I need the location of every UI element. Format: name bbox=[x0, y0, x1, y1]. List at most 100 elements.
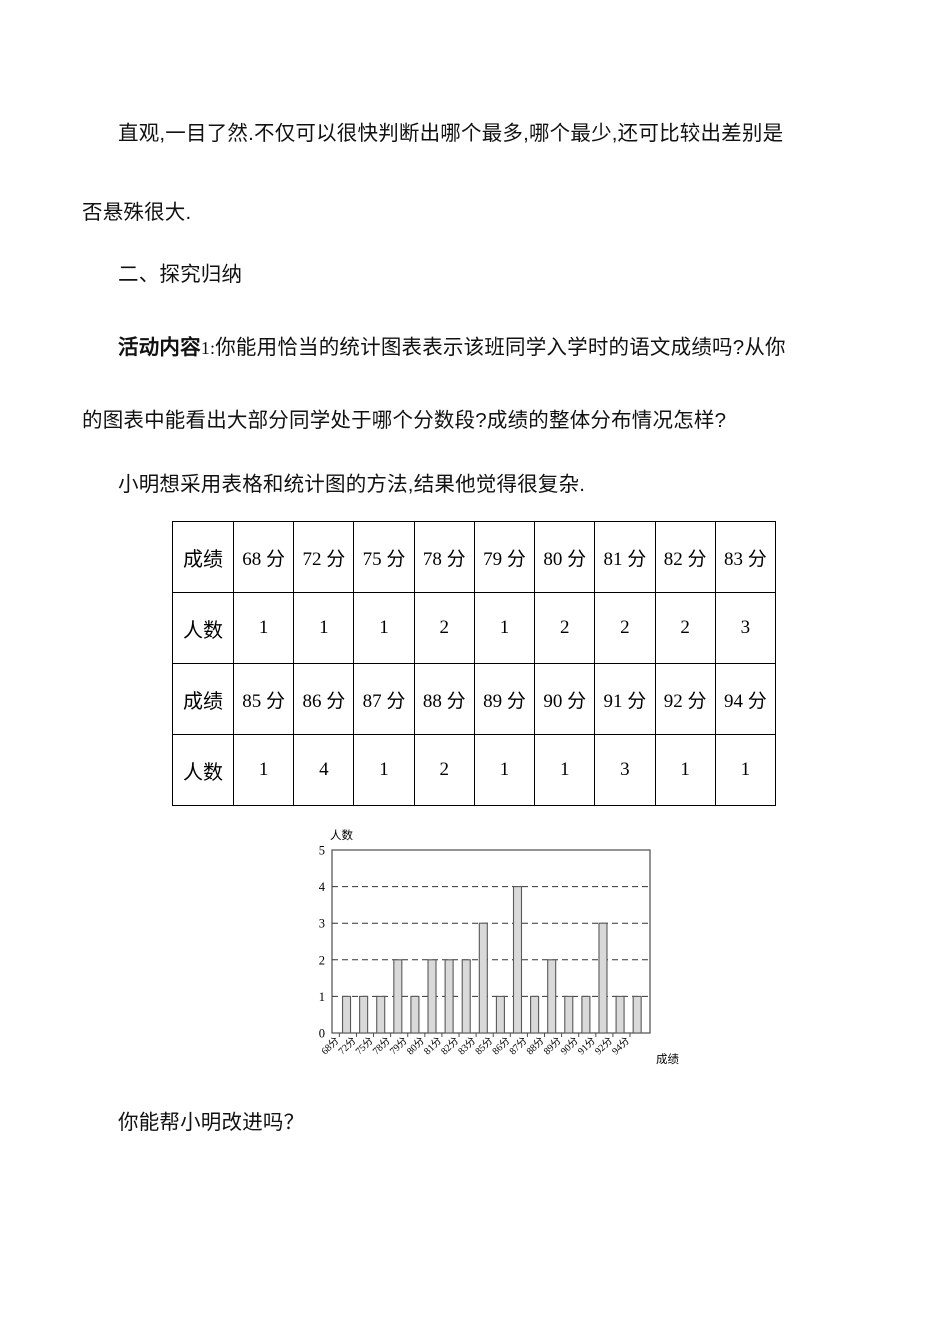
bar bbox=[444, 959, 454, 1034]
table-row: 成绩 85 分 86 分 87 分 88 分 89 分 90 分 91 分 92… bbox=[172, 663, 777, 735]
bar bbox=[376, 995, 386, 1034]
bar bbox=[478, 922, 488, 1034]
table-cell: 1 bbox=[353, 592, 415, 664]
table-cell: 80 分 bbox=[534, 521, 596, 593]
table-cell: 3 bbox=[594, 734, 656, 806]
table-cell: 72 分 bbox=[293, 521, 355, 593]
x-axis-tick-label: 94分 bbox=[609, 1035, 632, 1058]
table-cell: 1 bbox=[353, 734, 415, 806]
table-cell: 2 bbox=[534, 592, 596, 664]
activity-paragraph-line-2: 的图表中能看出大部分同学处于哪个分数段?成绩的整体分布情况怎样? bbox=[82, 409, 727, 432]
bar bbox=[598, 922, 608, 1034]
table-cell: 1 bbox=[473, 592, 536, 664]
table-row: 成绩 68 分 72 分 75 分 78 分 79 分 80 分 81 分 82… bbox=[172, 521, 777, 593]
x-axis-tick-label: 75分 bbox=[353, 1035, 376, 1058]
x-axis-tick-label: 79分 bbox=[387, 1035, 410, 1058]
table-cell: 1 bbox=[654, 734, 716, 806]
paragraph-line-2: 否悬殊很大. bbox=[82, 201, 192, 224]
bar bbox=[427, 959, 437, 1034]
x-axis-tick-label: 80分 bbox=[404, 1035, 427, 1058]
x-axis-tick-label: 72分 bbox=[336, 1035, 359, 1058]
bar bbox=[530, 995, 540, 1034]
table-row: 人数 1 4 1 2 1 1 3 1 1 bbox=[172, 734, 777, 806]
table-cell: 2 bbox=[654, 592, 716, 664]
table-cell: 1 bbox=[293, 592, 355, 664]
row-header-score-1: 成绩 bbox=[172, 521, 234, 593]
bar bbox=[547, 959, 557, 1034]
table-cell: 85 分 bbox=[232, 663, 295, 735]
row-header-score-2: 成绩 bbox=[172, 663, 234, 735]
paragraph-line-3: 小明想采用表格和统计图的方法,结果他觉得很复杂. bbox=[118, 473, 586, 496]
x-axis-tick-label: 82分 bbox=[439, 1035, 462, 1058]
table-cell: 1 bbox=[473, 734, 536, 806]
table-cell: 4 bbox=[293, 734, 355, 806]
x-axis-title: 成绩 bbox=[656, 1053, 679, 1066]
score-frequency-table: 成绩 68 分 72 分 75 分 78 分 79 分 80 分 81 分 82… bbox=[172, 521, 777, 806]
y-axis-tick-label: 4 bbox=[319, 880, 326, 894]
x-axis-tick-label: 86分 bbox=[490, 1035, 513, 1058]
table-cell: 81 分 bbox=[594, 521, 656, 593]
table-cell: 2 bbox=[413, 734, 475, 806]
paragraph-line-1: 直观,一目了然.不仅可以很快判断出哪个最多,哪个最少,还可比较出差别是 bbox=[118, 122, 784, 145]
table-cell: 92 分 bbox=[654, 663, 716, 735]
activity-paragraph-line-1: 活动内容1:你能用恰当的统计图表表示该班同学入学时的语文成绩吗?从你 bbox=[118, 335, 786, 361]
table-cell: 83 分 bbox=[714, 521, 777, 593]
x-axis-tick-label: 91分 bbox=[575, 1035, 598, 1058]
bar bbox=[632, 995, 642, 1034]
table-cell: 3 bbox=[714, 592, 777, 664]
activity-label: 活动内容 bbox=[118, 336, 201, 359]
table-cell: 2 bbox=[594, 592, 656, 664]
bar bbox=[393, 959, 403, 1034]
bar bbox=[564, 995, 574, 1034]
x-axis-tick-label: 88分 bbox=[524, 1035, 547, 1058]
x-axis-tick-label: 85分 bbox=[473, 1035, 496, 1058]
x-axis-tick-label: 89分 bbox=[541, 1035, 564, 1058]
bar bbox=[461, 959, 471, 1034]
bar bbox=[341, 995, 352, 1034]
table-row: 人数 1 1 1 2 1 2 2 2 3 bbox=[172, 592, 777, 664]
bar bbox=[512, 886, 523, 1034]
bar bbox=[410, 995, 420, 1034]
table-cell: 89 分 bbox=[473, 663, 536, 735]
bar-chart-svg: 012345人数68分72分75分78分79分80分81分82分83分85分86… bbox=[319, 828, 680, 1066]
table-cell: 75 分 bbox=[353, 521, 415, 593]
bar bbox=[615, 995, 625, 1034]
table-cell: 2 bbox=[413, 592, 475, 664]
paragraph-line-4: 你能帮小明改进吗？ bbox=[118, 1111, 305, 1134]
y-axis-tick-label: 1 bbox=[319, 990, 325, 1004]
y-axis-title: 人数 bbox=[330, 828, 353, 842]
activity-text-1: 你能用恰当的统计图表表示该班同学入学时的语文成绩吗?从你 bbox=[215, 336, 786, 359]
table-cell: 79 分 bbox=[473, 521, 536, 593]
table-cell: 94 分 bbox=[714, 663, 777, 735]
table-cell: 82 分 bbox=[654, 521, 716, 593]
table-cell: 78 分 bbox=[413, 521, 475, 593]
table-cell: 1 bbox=[232, 592, 295, 664]
row-header-count-2: 人数 bbox=[172, 734, 234, 806]
y-axis-tick-label: 3 bbox=[319, 917, 325, 931]
table-cell: 88 分 bbox=[413, 663, 475, 735]
bar bbox=[495, 995, 505, 1034]
x-axis-tick-label: 90分 bbox=[558, 1035, 581, 1058]
x-axis-tick-label: 87分 bbox=[507, 1035, 530, 1058]
bar bbox=[359, 995, 369, 1034]
x-axis-tick-label: 83分 bbox=[456, 1035, 479, 1058]
activity-number: 1: bbox=[200, 338, 216, 358]
x-axis-tick-label: 78分 bbox=[370, 1035, 393, 1058]
x-axis-tick-label: 81分 bbox=[421, 1035, 444, 1058]
x-axis-tick-label: 92分 bbox=[592, 1035, 615, 1058]
table-cell: 86 分 bbox=[293, 663, 355, 735]
table-cell: 68 分 bbox=[232, 521, 295, 593]
table-cell: 91 分 bbox=[594, 663, 656, 735]
table-cell: 1 bbox=[232, 734, 295, 806]
section-heading: 二、探究归纳 bbox=[118, 263, 243, 286]
table-cell: 1 bbox=[534, 734, 596, 806]
table-cell: 90 分 bbox=[534, 663, 596, 735]
bar bbox=[581, 995, 591, 1034]
y-axis-tick-label: 5 bbox=[319, 844, 325, 858]
table-cell: 1 bbox=[714, 734, 777, 806]
row-header-count-1: 人数 bbox=[172, 592, 234, 664]
y-axis-tick-label: 2 bbox=[319, 953, 325, 967]
table-cell: 87 分 bbox=[353, 663, 415, 735]
